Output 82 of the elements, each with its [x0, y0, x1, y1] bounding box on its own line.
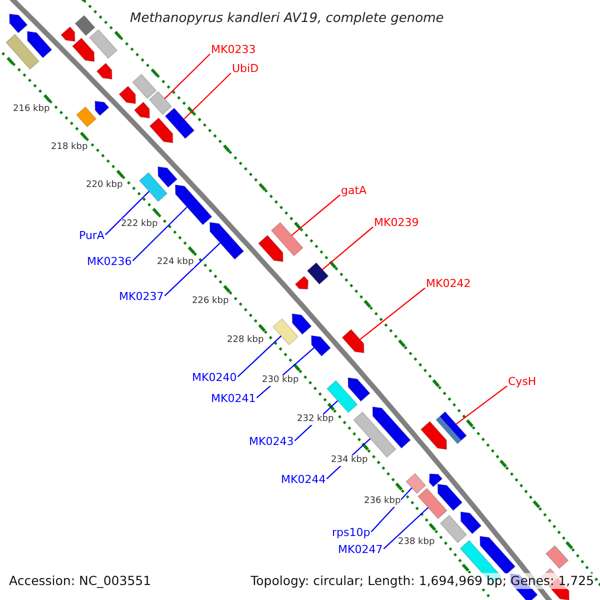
gene-label: MK0241 — [211, 392, 256, 405]
gene-pentagon — [341, 328, 364, 354]
leader-line — [456, 386, 508, 425]
gene-pentagon — [372, 406, 412, 449]
scale-tick-label: 226 kbp — [192, 296, 229, 307]
gene-box — [74, 14, 96, 36]
gene-box — [5, 34, 40, 70]
gene-pentagon — [420, 420, 448, 450]
gene-pentagon — [26, 30, 52, 58]
scale-tick-label: 222 kbp — [121, 219, 158, 230]
gene-pentagon — [148, 117, 174, 144]
leader-line — [164, 242, 221, 296]
scale-tick-label: 228 kbp — [227, 335, 264, 346]
gene-label: MK0233 — [211, 43, 256, 56]
gene-label: MK0244 — [281, 473, 326, 486]
gene-pentagon — [72, 37, 95, 62]
gene-label: rps10p — [332, 526, 370, 539]
gene-label: MK0240 — [192, 371, 237, 384]
gene-box — [164, 107, 195, 140]
scale-tick-label: 218 kbp — [51, 142, 88, 153]
gene-label: MK0242 — [426, 277, 471, 290]
scale-tick-label: 234 kbp — [331, 455, 368, 466]
scale-tick-label: 224 kbp — [157, 257, 194, 268]
gene-pentagon — [294, 276, 309, 290]
gene-box — [138, 172, 168, 202]
gene-label: CysH — [508, 375, 536, 388]
genome-summary-text: Topology: circular; Length: 1,694,969 bp; Genes: 1,725 — [250, 573, 594, 589]
leader-line — [105, 190, 150, 236]
gene-pentagon — [8, 13, 28, 34]
gene-box — [545, 544, 569, 570]
scale-tick-label: 236 kbp — [364, 496, 401, 507]
gene-pentagon — [94, 100, 110, 116]
gene-pentagon — [209, 222, 244, 260]
gene-pentagon — [258, 234, 284, 262]
leader-line — [132, 206, 188, 262]
leader-line — [322, 226, 374, 270]
gene-label: gatA — [341, 184, 367, 197]
scale-tick-label: 220 kbp — [86, 180, 123, 191]
gene-box — [148, 90, 172, 116]
gene-box — [326, 380, 358, 414]
leader-line — [164, 54, 210, 100]
accession-text: Accession: NC_003551 — [9, 573, 152, 589]
gene-label: MK0237 — [119, 290, 164, 303]
gene-box — [132, 74, 157, 100]
gene-pentagon — [437, 484, 463, 512]
leader-line — [237, 335, 282, 378]
gene-pentagon — [157, 166, 178, 188]
scale-tick-label: 230 kbp — [262, 375, 299, 386]
gene-label: MK0243 — [249, 435, 294, 448]
gene-pentagon — [460, 511, 482, 534]
gene-box — [440, 514, 468, 544]
gene-label: UbiD — [232, 62, 259, 75]
gene-pentagon — [348, 377, 371, 402]
gene-pentagon — [479, 536, 516, 576]
gene-pentagon — [134, 101, 150, 119]
scale-tick-label: 232 kbp — [297, 414, 334, 425]
gene-pentagon — [118, 85, 136, 104]
gene-box — [405, 472, 426, 494]
gene-box — [306, 262, 329, 285]
gene-pentagon — [174, 184, 212, 226]
leader-line — [360, 288, 426, 340]
gene-box — [88, 28, 118, 60]
gene-box — [270, 222, 304, 257]
scale-tick-label: 238 kbp — [398, 537, 435, 548]
gene-box — [76, 106, 97, 128]
gene-label: MK0239 — [374, 216, 419, 229]
gene-pentagon — [310, 335, 332, 357]
leader-line — [383, 507, 429, 550]
gene-pentagon — [96, 62, 112, 80]
gene-box — [435, 411, 468, 444]
gene-box — [417, 488, 448, 520]
title: Methanopyrus kandleri AV19, complete genome — [130, 10, 444, 28]
gene-pentagon — [292, 313, 312, 335]
gene-pentagon — [60, 26, 76, 42]
leader-line — [291, 194, 340, 236]
leader-line — [370, 487, 412, 532]
gene-label: PurA — [79, 229, 104, 242]
gene-label: MK0236 — [87, 255, 132, 268]
gene-box — [272, 318, 299, 346]
scale-tick-label: 216 kbp — [13, 104, 50, 115]
gene-label: MK0247 — [338, 543, 383, 556]
leader-line — [184, 72, 232, 120]
